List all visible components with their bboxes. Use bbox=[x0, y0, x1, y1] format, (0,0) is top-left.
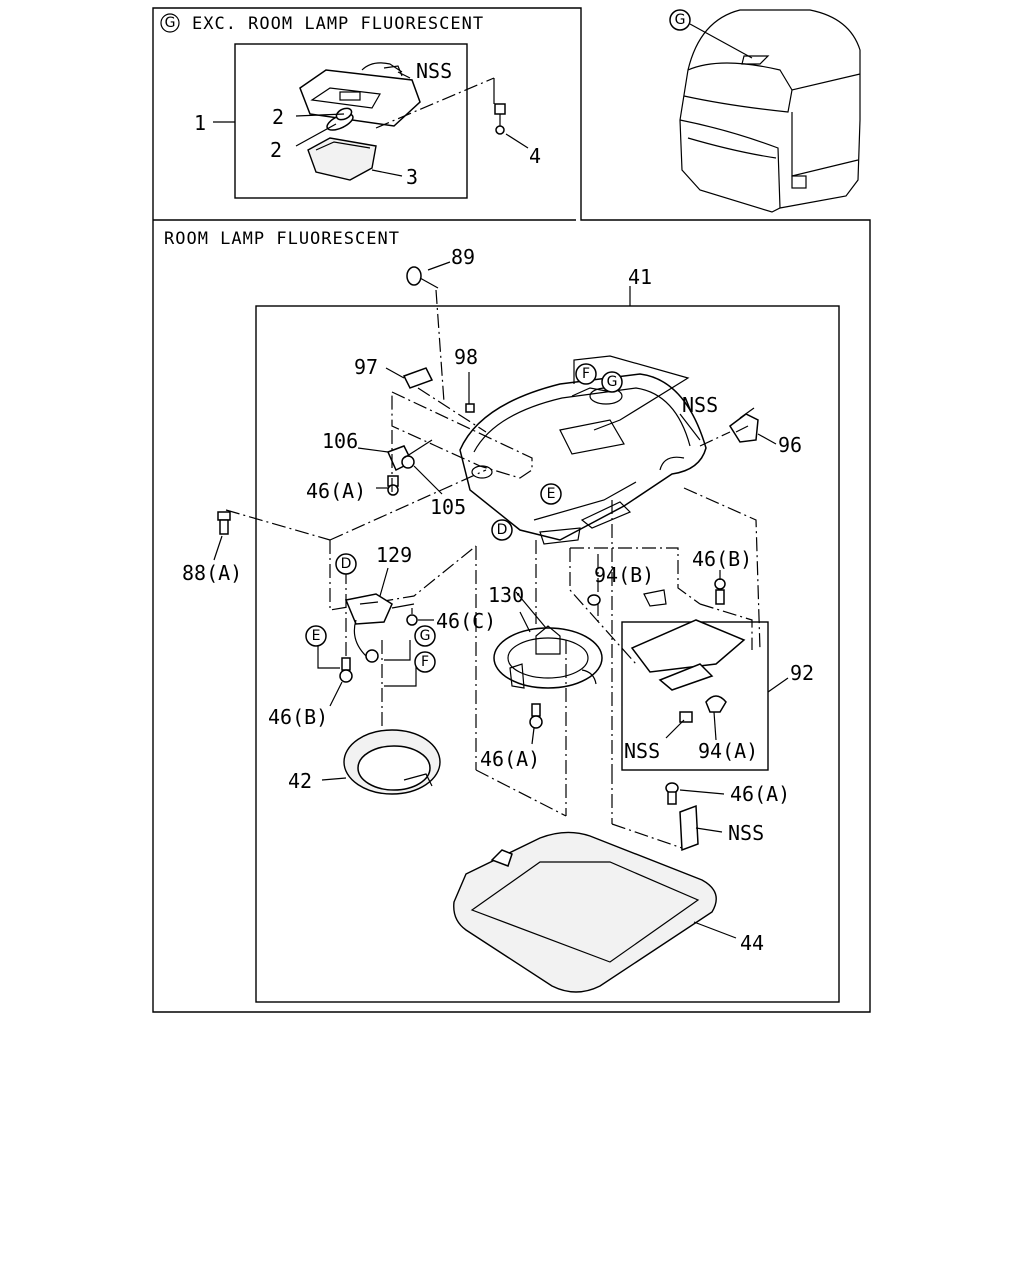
inset-parts-box bbox=[234, 43, 468, 199]
label-41: 41 bbox=[628, 265, 652, 289]
marker-e-top: E bbox=[540, 483, 562, 505]
inset-label-1: 1 bbox=[194, 111, 206, 135]
label-130: 130 bbox=[488, 583, 524, 607]
svg-text:F: F bbox=[421, 654, 429, 670]
svg-text:D: D bbox=[497, 522, 508, 538]
switch-base-plate bbox=[587, 589, 746, 723]
main-parts-box bbox=[255, 305, 840, 1003]
mount-bracket-nss bbox=[679, 804, 723, 852]
plate-97 bbox=[402, 367, 434, 389]
inset-label-3: 3 bbox=[406, 165, 418, 189]
marker-f-left: F bbox=[414, 651, 436, 673]
label-46b-right: 46(B) bbox=[692, 547, 752, 571]
inset-marker-g: G bbox=[160, 13, 180, 33]
bracket-129 bbox=[344, 593, 415, 663]
marker-e-left: E bbox=[305, 625, 327, 647]
bolt-46a-3-icon bbox=[665, 782, 679, 805]
svg-text:G: G bbox=[607, 374, 618, 390]
inset-lamp-assembly bbox=[299, 62, 506, 181]
label-129: 129 bbox=[376, 543, 412, 567]
marker-d-top: D bbox=[491, 519, 513, 541]
label-44: 44 bbox=[740, 931, 764, 955]
ring-bracket-130 bbox=[493, 625, 603, 689]
svg-text:G: G bbox=[420, 628, 431, 644]
bolt-46a-1-icon bbox=[387, 475, 399, 496]
label-46c: 46(C) bbox=[436, 609, 496, 633]
outer-frame bbox=[152, 7, 871, 1013]
label-46b-left: 46(B) bbox=[268, 705, 328, 729]
marker-g-top: G bbox=[601, 371, 623, 393]
bolt-46a-2-icon bbox=[529, 703, 543, 729]
label-nss-mid: NSS bbox=[624, 739, 660, 763]
bolt-46b-left-icon bbox=[339, 657, 353, 683]
label-96: 96 bbox=[778, 433, 802, 457]
svg-text:G: G bbox=[675, 12, 686, 28]
label-92: 92 bbox=[790, 661, 814, 685]
inset-label-2b: 2 bbox=[270, 138, 282, 162]
inset-label-2a: 2 bbox=[272, 105, 284, 129]
label-nss-bot: NSS bbox=[728, 821, 764, 845]
lamp-housing-41 bbox=[459, 373, 707, 545]
label-94b: 94(B) bbox=[594, 563, 654, 587]
svg-text:E: E bbox=[312, 628, 321, 644]
lamp-socket-105 bbox=[386, 439, 433, 472]
clip-98 bbox=[465, 403, 475, 413]
label-106: 106 bbox=[322, 429, 358, 453]
svg-text:F: F bbox=[582, 366, 590, 382]
marker-g-left: G bbox=[414, 625, 436, 647]
label-88a: 88(A) bbox=[182, 561, 242, 585]
label-42: 42 bbox=[288, 769, 312, 793]
label-97: 97 bbox=[354, 355, 378, 379]
bolt-46b-right-icon bbox=[714, 578, 726, 605]
label-98: 98 bbox=[454, 345, 478, 369]
label-46a-2: 46(A) bbox=[480, 747, 540, 771]
inset-label-nss: NSS bbox=[416, 59, 452, 83]
label-89: 89 bbox=[451, 245, 475, 269]
vehicle-marker-g: G bbox=[669, 9, 691, 31]
inset-title: EXC. ROOM LAMP FLUORESCENT bbox=[192, 14, 484, 34]
vehicle-cab-sketch: G bbox=[669, 9, 861, 213]
fluorescent-ring-42 bbox=[343, 729, 441, 795]
label-105: 105 bbox=[430, 495, 466, 519]
bolt-88a-icon bbox=[217, 511, 231, 535]
screw-46c-icon bbox=[406, 608, 418, 626]
label-46a-1: 46(A) bbox=[306, 479, 366, 503]
svg-text:D: D bbox=[341, 556, 352, 572]
main-title: ROOM LAMP FLUORESCENT bbox=[164, 229, 400, 249]
svg-text:G: G bbox=[165, 15, 176, 31]
inset-screw-icon bbox=[494, 103, 506, 135]
label-nss-top: NSS bbox=[682, 393, 718, 417]
inset-label-4: 4 bbox=[529, 144, 541, 168]
lamp-lens-44 bbox=[453, 831, 717, 993]
marker-d-left: D bbox=[335, 553, 357, 575]
screw-89-icon bbox=[406, 266, 439, 289]
bracket-96 bbox=[728, 413, 759, 443]
svg-text:E: E bbox=[547, 486, 556, 502]
marker-f-top: F bbox=[575, 363, 597, 385]
label-46a-3: 46(A) bbox=[730, 782, 790, 806]
harness-bracket-region bbox=[391, 391, 533, 479]
label-94a: 94(A) bbox=[698, 739, 758, 763]
